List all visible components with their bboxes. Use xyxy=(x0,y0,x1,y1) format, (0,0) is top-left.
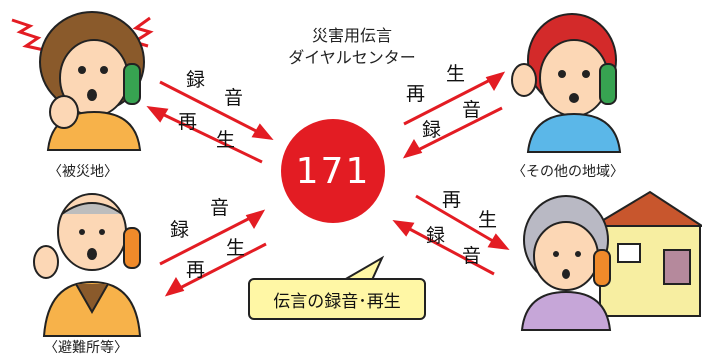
arrowhead-icon xyxy=(485,71,506,91)
label-play-char-1: 再 xyxy=(178,111,197,133)
arrows xyxy=(146,71,510,297)
arrowhead-icon xyxy=(245,209,266,229)
caption-top-right: 〈その他の地域〉 xyxy=(512,164,624,180)
person-other-area xyxy=(511,13,622,153)
arrowhead-icon xyxy=(392,220,415,237)
person-disaster-area xyxy=(39,11,145,151)
person-home xyxy=(520,195,612,331)
person-evacuation-site xyxy=(33,193,142,337)
caption-top-left: 〈被災地〉 xyxy=(48,164,118,180)
label-record-char-1: 録 xyxy=(426,225,445,247)
label-play-char-2: 生 xyxy=(446,63,465,85)
label-play-char-1: 再 xyxy=(186,259,205,281)
speech-bubble-tail-icon xyxy=(340,255,385,281)
arrow-play-bottom-right xyxy=(415,194,499,246)
arrow-labels: 録 音 再 生 再 生 録 音 録 音 再 生 再 生 録 音 xyxy=(170,63,497,281)
label-play-char-2: 生 xyxy=(478,209,497,231)
speech-bubble: 伝言の録音･再生 xyxy=(248,278,426,320)
arrowhead-icon xyxy=(146,106,169,123)
center-title-line2: ダイヤルセンター xyxy=(288,48,416,67)
arrowhead-icon xyxy=(402,139,423,159)
arrowhead-icon xyxy=(487,233,510,250)
label-record-char-1: 録 xyxy=(170,219,189,241)
label-record-char-2: 音 xyxy=(462,245,481,267)
hub-171: 171 xyxy=(281,119,385,223)
label-play-char-1: 再 xyxy=(406,83,425,105)
caption-bottom-left: 〈避難所等〉 xyxy=(44,339,128,356)
label-play-char-1: 再 xyxy=(442,189,461,211)
hub-number: 171 xyxy=(295,150,371,192)
arrow-play-bottom-left xyxy=(175,242,267,292)
arrowhead-icon xyxy=(164,277,185,297)
bubble-text: 伝言の録音･再生 xyxy=(273,291,401,312)
label-record-char-2: 音 xyxy=(224,87,243,109)
arrow-record-bottom-left xyxy=(159,214,255,266)
center-title-line1: 災害用伝言 xyxy=(311,26,392,45)
label-record-char-2: 音 xyxy=(210,197,229,219)
arrow-play-top-left xyxy=(157,110,263,164)
arrow-record-top-left xyxy=(159,80,263,136)
arrow-record-bottom-right xyxy=(403,224,495,276)
arrow-record-top-right xyxy=(413,106,503,154)
label-record-char-1: 録 xyxy=(186,69,205,91)
house-icon xyxy=(586,190,702,317)
label-record-char-1: 録 xyxy=(422,119,441,141)
center-title: 災害用伝言 ダイヤルセンター xyxy=(262,25,442,69)
label-record-char-2: 音 xyxy=(462,99,481,121)
label-play-char-2: 生 xyxy=(216,129,235,151)
arrow-play-top-right xyxy=(403,76,495,126)
arrowhead-icon xyxy=(251,123,274,140)
label-play-char-2: 生 xyxy=(226,237,245,259)
